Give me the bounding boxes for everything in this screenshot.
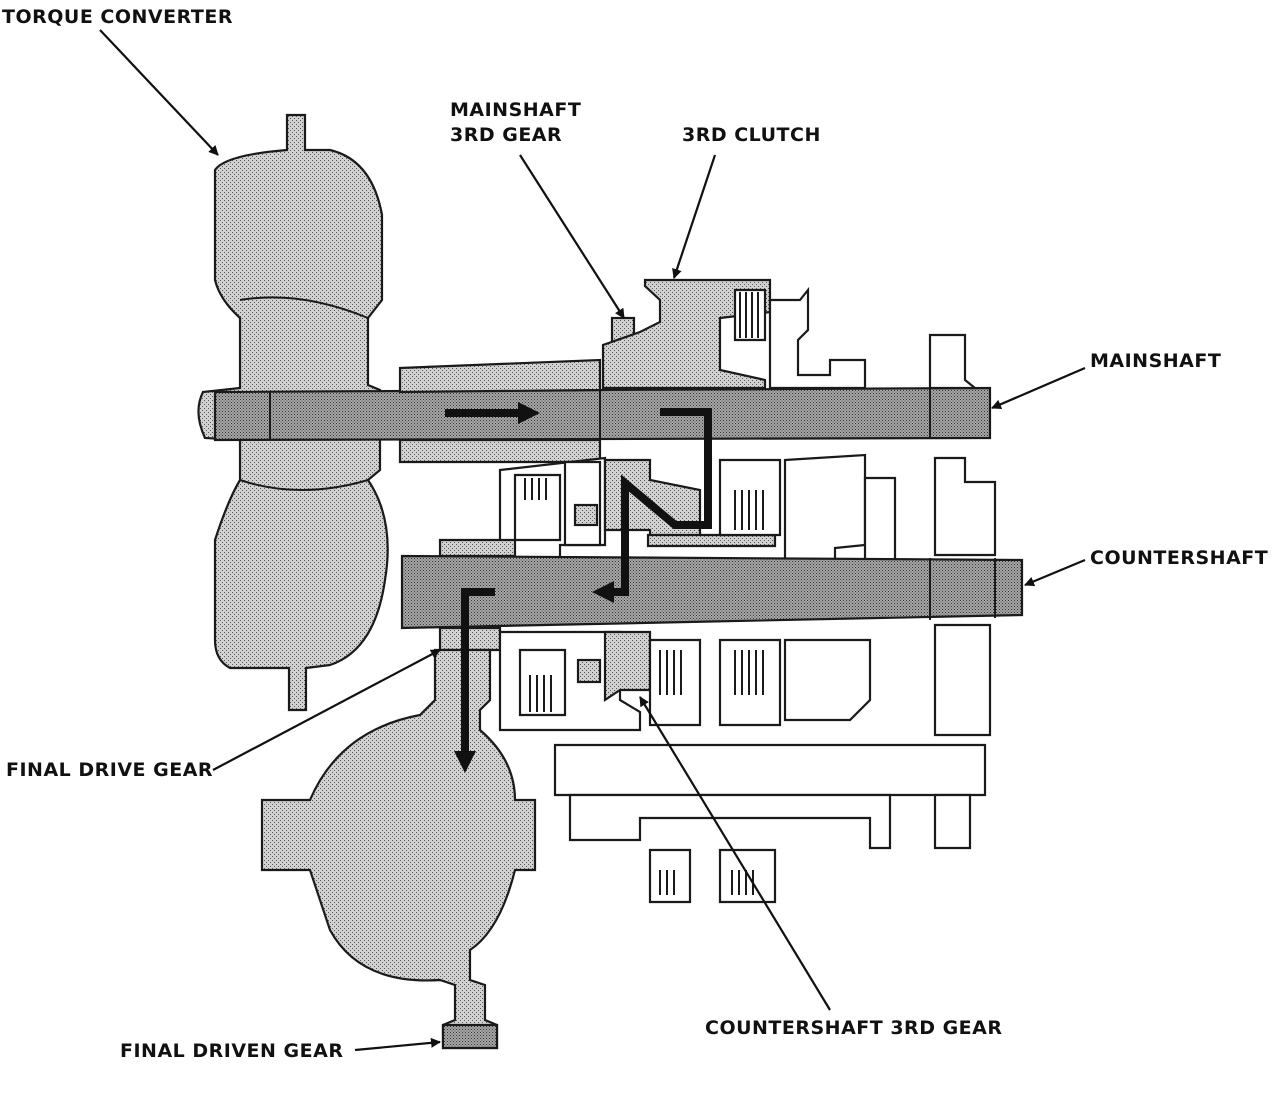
lower-shaft — [553, 743, 987, 904]
final-driven-gear-label: FINAL DRIVEN GEAR — [120, 1040, 344, 1062]
mainshaft-3rd-gear-label-line1: MAINSHAFT — [450, 99, 582, 121]
final-drive-gear-label: FINAL DRIVE GEAR — [6, 759, 214, 781]
third-clutch-label: 3RD CLUTCH — [682, 124, 821, 146]
mainshaft-gear-cluster — [601, 278, 979, 390]
countershaft-3rd-gear-label: COUNTERSHAFT 3RD GEAR — [705, 1017, 1003, 1039]
torque-converter-label: TORQUE CONVERTER — [2, 6, 233, 28]
power-flow-path — [445, 402, 712, 773]
countershaft-gear-cluster — [498, 623, 992, 737]
mainshaft-label: MAINSHAFT — [1090, 350, 1222, 372]
countershaft-label: COUNTERSHAFT — [1090, 547, 1269, 569]
leader-lines — [99, 29, 1086, 1052]
mainshaft-shaft — [213, 358, 992, 464]
clutch-drum-housing — [498, 453, 997, 562]
mainshaft-3rd-gear-label-line2: 3RD GEAR — [450, 124, 563, 146]
countershaft-shaft — [400, 538, 1024, 652]
